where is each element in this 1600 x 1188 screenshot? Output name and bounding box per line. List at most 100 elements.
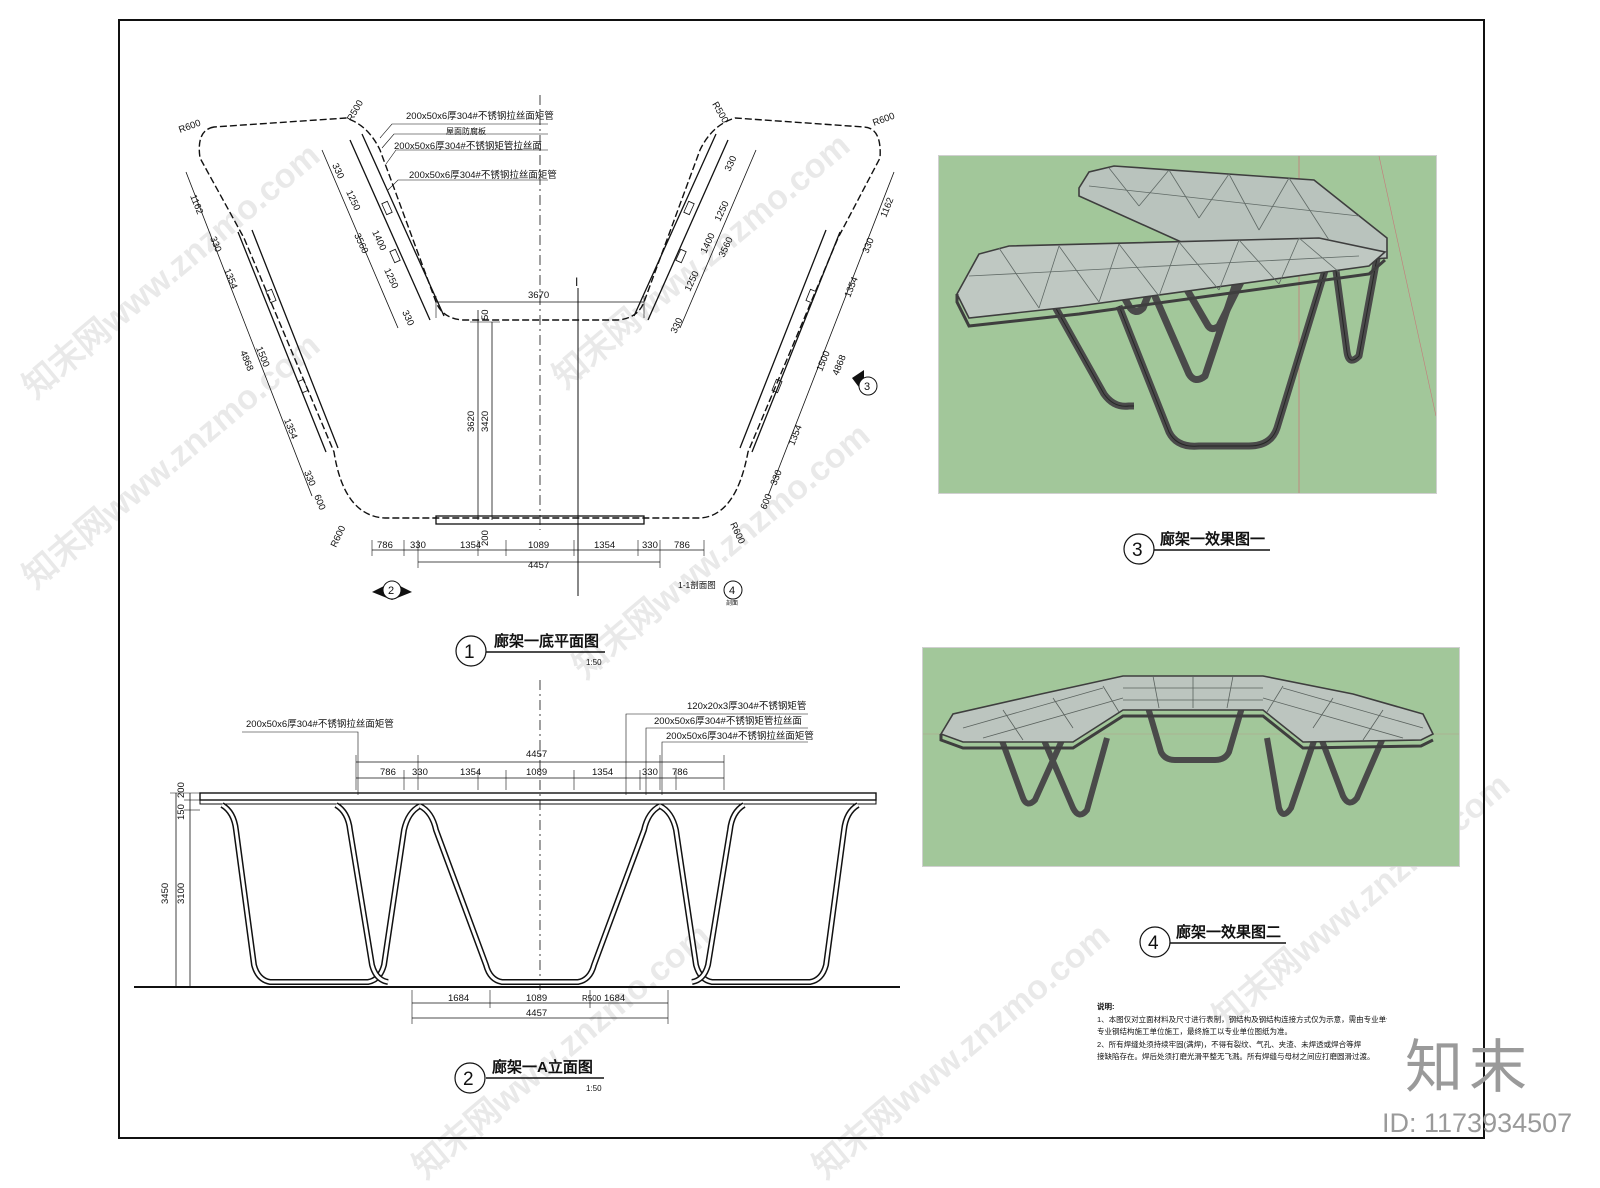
section-label: 1-1剖面图 [678,580,716,590]
plan-material-c: 200x50x6厚304#不锈钢矩管拉丝面 [394,140,542,152]
dim-label: 1354 [460,540,481,551]
dim-label: 1354 [843,275,861,299]
plan-title-block: 1 廊架一底平面图 1:50 [455,632,605,667]
dim-label: 330 [399,309,416,328]
design-notes: 说明: 1、本图仅对立面材料及尺寸进行表制，钢结构及钢结构连接方式仅为示意，需由… [1097,1001,1387,1064]
elev-title-num: 2 [463,1069,474,1090]
dim-label: 1162 [879,196,897,219]
dim-label: 4457 [526,1008,547,1019]
dim-label: 1089 [528,540,549,551]
dim-label: 330 [410,540,426,551]
dim-label: 1684 [604,993,625,1004]
svg-text:剖面: 剖面 [726,599,738,607]
render4-title-num: 4 [1148,933,1159,954]
dim-label: 330 [769,468,785,487]
dim-label: 330 [207,235,223,254]
dim-label: 330 [642,767,658,778]
dim-label: 786 [674,540,690,551]
dim-label: 786 [377,540,393,551]
dim-label: 3560 [351,232,370,256]
dim-label: 3560 [717,235,736,259]
dim-label: 1500 [815,349,833,373]
marker-elevation-3: 3 [852,370,878,396]
svg-text:2: 2 [388,585,394,597]
render-view-1 [938,155,1437,494]
radius-label: R600 [871,111,896,129]
dim-label: 200 [176,782,187,798]
plan-drawing [185,95,895,596]
dim-label: 3420 [480,411,491,432]
section-mark: I [575,275,578,289]
svg-text:3: 3 [864,381,870,393]
elev-material-d: 200x50x6厚304#不锈钢拉丝面矩管 [666,730,814,742]
dim-label: 3450 [160,883,171,904]
dim-label: 600 [759,492,775,511]
id-label: ID: 1173934507 [1382,1108,1573,1138]
elev-scale: 1:50 [586,1084,602,1093]
elevation-title-block: 2 廊架一A立面图 1:50 [454,1058,604,1094]
plan-material-b: 屋面防腐板 [446,126,486,136]
dim-label: 1354 [221,267,239,291]
dim-label: 330 [723,154,740,173]
elev-material-c: 200x50x6厚304#不锈钢矩管拉丝面 [654,715,802,727]
dim-label: 1400 [699,231,718,255]
svg-text:4: 4 [729,585,735,597]
dim-label: 330 [412,767,428,778]
dim-label: 786 [380,767,396,778]
radius-label: R600 [727,521,747,546]
render4-title: 廊架一效果图二 [1176,923,1281,941]
dim-label: 786 [672,767,688,778]
render-view-2 [922,647,1460,867]
dim-label: 330 [861,236,877,255]
render3-title-block: 3 廊架一效果图一 [1123,530,1270,565]
elev-material-a: 200x50x6厚304#不锈钢拉丝面矩管 [246,718,394,730]
dim-label: 4868 [237,349,255,373]
notes-line: 2、所有焊缝处须持续牢固(满焊)，不得有裂纹、气孔、夹渣、未焊透或焊合等焊 [1097,1039,1362,1049]
dim-label: 330 [642,540,658,551]
dim-label: 3620 [466,411,477,432]
dim-label: 1354 [787,423,805,447]
dim-label: 150 [176,804,187,820]
radius-label: R600 [329,524,349,549]
notes-line: 1、本图仅对立面材料及尺寸进行表制，钢结构及钢结构连接方式仅为示意，需由专业单位… [1097,1014,1387,1024]
plan-scale: 1:50 [586,658,602,667]
dim-label: 1500 [253,345,271,369]
dim-label: 600 [311,493,327,512]
plan-material-a: 200x50x6厚304#不锈钢拉丝面矩管 [406,110,554,122]
dim-label: 4868 [831,353,849,377]
elev-title: 廊架一A立面图 [492,1058,593,1076]
brand-logo: 知末 [1405,1035,1534,1100]
marker-elevation-2: 2 [372,580,412,600]
dim-label: 3670 [528,290,549,301]
radius-label: R500 [709,100,730,125]
dim-label: 4457 [528,560,549,571]
notes-heading: 说明: [1097,1002,1115,1011]
dim-label: 1354 [594,540,615,551]
drawing-sheet: 200x50x6厚304#不锈钢拉丝面矩管 屋面防腐板 200x50x6厚304… [118,19,1485,1139]
elev-material-b: 120x20x3厚304#不锈钢矩管 [687,700,806,712]
marker-section-4: 4 剖面 [723,580,743,607]
dim-label: 3100 [176,883,187,904]
radius-label: R600 [177,118,202,136]
render-view-1-image [939,156,1436,493]
dim-label: 1250 [343,189,362,213]
notes-line: 专业钢结构施工单位施工，最终施工以专业单位图纸为准。 [1097,1027,1292,1036]
dim-label: 1250 [381,267,400,291]
dim-label: 200 [480,530,491,546]
render3-title: 廊架一效果图一 [1160,530,1265,548]
dim-label: 50 [480,309,491,320]
elevation-labels: 200x50x6厚304#不锈钢拉丝面矩管 120x20x3厚304#不锈钢矩管… [160,700,814,1019]
render-view-2-image [923,648,1459,866]
dim-label: 330 [669,316,686,335]
canopy-outline [198,117,881,519]
plan-material-d: 200x50x6厚304#不锈钢拉丝面矩管 [409,169,557,181]
radius-label: R500 [345,98,366,123]
dim-label: 330 [329,162,346,181]
plan-title: 廊架一底平面图 [494,632,599,650]
plan-title-num: 1 [464,642,475,663]
notes-line: 接缺陷存在。焊后处须打磨光滑平整无飞溅。所有焊缝与母材之间应打磨圆滑过渡。 [1097,1052,1375,1061]
radius-label: R500 [582,994,602,1003]
elevation-drawing [134,680,900,1024]
dim-label: 1162 [187,193,205,216]
render3-title-num: 3 [1132,540,1143,561]
